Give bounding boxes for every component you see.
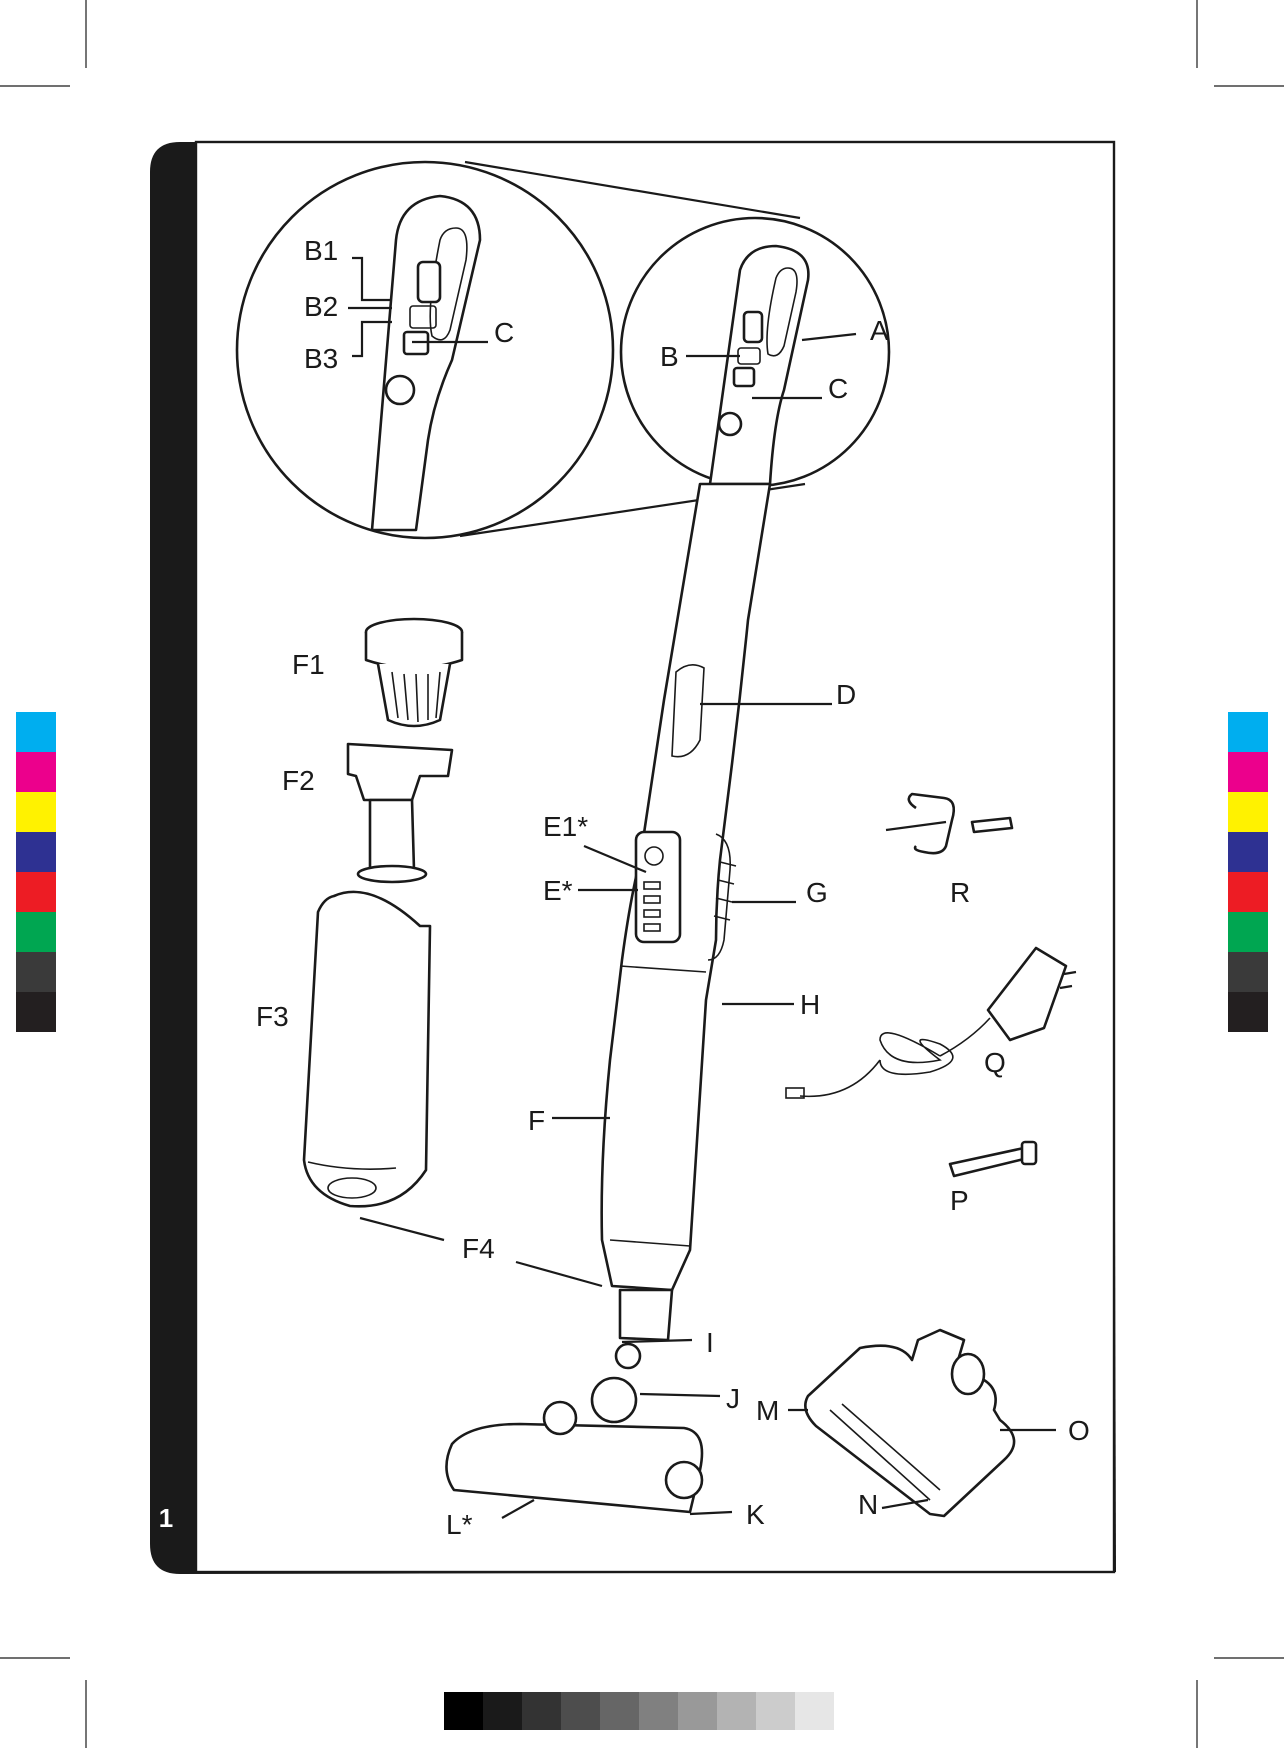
label-d: D	[836, 679, 856, 710]
gray-scale-swatch-5	[639, 1692, 678, 1730]
reg-left-swatch-7	[16, 992, 56, 1032]
label-e1: E1*	[543, 811, 588, 842]
gray-scale-swatch-2	[522, 1692, 561, 1730]
dust-container-f3-icon	[304, 892, 430, 1206]
label-b1: B1	[304, 235, 338, 266]
label-b2: B2	[304, 291, 338, 322]
reg-left-swatch-5	[16, 912, 56, 952]
reg-right-swatch-6	[1228, 952, 1268, 992]
label-j: J	[726, 1383, 740, 1414]
label-c: C	[828, 373, 848, 404]
gray-scale-swatch-4	[600, 1692, 639, 1730]
reg-left-swatch-2	[16, 792, 56, 832]
reg-right-swatch-7	[1228, 992, 1268, 1032]
label-o: O	[1068, 1415, 1090, 1446]
gray-scale-bar	[444, 1692, 834, 1730]
reg-right-swatch-3	[1228, 832, 1268, 872]
reg-left-swatch-3	[16, 832, 56, 872]
gray-scale-swatch-9	[795, 1692, 834, 1730]
color-registration-bar-right	[1228, 712, 1268, 1032]
label-h: H	[800, 989, 820, 1020]
gray-scale-swatch-7	[717, 1692, 756, 1730]
reg-right-swatch-0	[1228, 712, 1268, 752]
label-q: Q	[984, 1047, 1006, 1078]
label-p: P	[950, 1185, 969, 1216]
label-n: N	[858, 1489, 878, 1520]
page-number: 1	[159, 1503, 173, 1533]
label-r: R	[950, 877, 970, 908]
label-f: F	[528, 1105, 545, 1136]
power-button-icon	[418, 262, 440, 302]
reg-right-swatch-1	[1228, 752, 1268, 792]
label-m: M	[756, 1395, 779, 1426]
gray-scale-swatch-8	[756, 1692, 795, 1730]
reg-left-swatch-0	[16, 712, 56, 752]
label-f4: F4	[462, 1233, 495, 1264]
reg-left-swatch-1	[16, 752, 56, 792]
label-a: A	[870, 315, 889, 346]
reg-right-swatch-4	[1228, 872, 1268, 912]
label-f3: F3	[256, 1001, 289, 1032]
label-c-zoom: C	[494, 317, 514, 348]
label-f2: F2	[282, 765, 315, 796]
label-f1: F1	[292, 649, 325, 680]
neck-tube-icon	[620, 1290, 672, 1340]
label-b: B	[660, 341, 679, 372]
reg-left-swatch-6	[16, 952, 56, 992]
power-button-small-icon	[744, 312, 762, 342]
gray-scale-swatch-0	[444, 1692, 483, 1730]
gray-scale-swatch-3	[561, 1692, 600, 1730]
label-k: K	[746, 1499, 765, 1530]
gray-scale-swatch-6	[678, 1692, 717, 1730]
label-e: E*	[543, 875, 573, 906]
handle-knob-icon	[386, 376, 414, 404]
reg-right-swatch-2	[1228, 792, 1268, 832]
reg-right-swatch-5	[1228, 912, 1268, 952]
label-g: G	[806, 877, 828, 908]
swivel-joint-icon	[592, 1378, 636, 1422]
label-l: L*	[446, 1509, 473, 1540]
label-i: I	[706, 1327, 714, 1358]
color-registration-bar-left	[16, 712, 56, 1032]
reg-left-swatch-4	[16, 872, 56, 912]
gray-scale-swatch-1	[483, 1692, 522, 1730]
label-b3: B3	[304, 343, 338, 374]
